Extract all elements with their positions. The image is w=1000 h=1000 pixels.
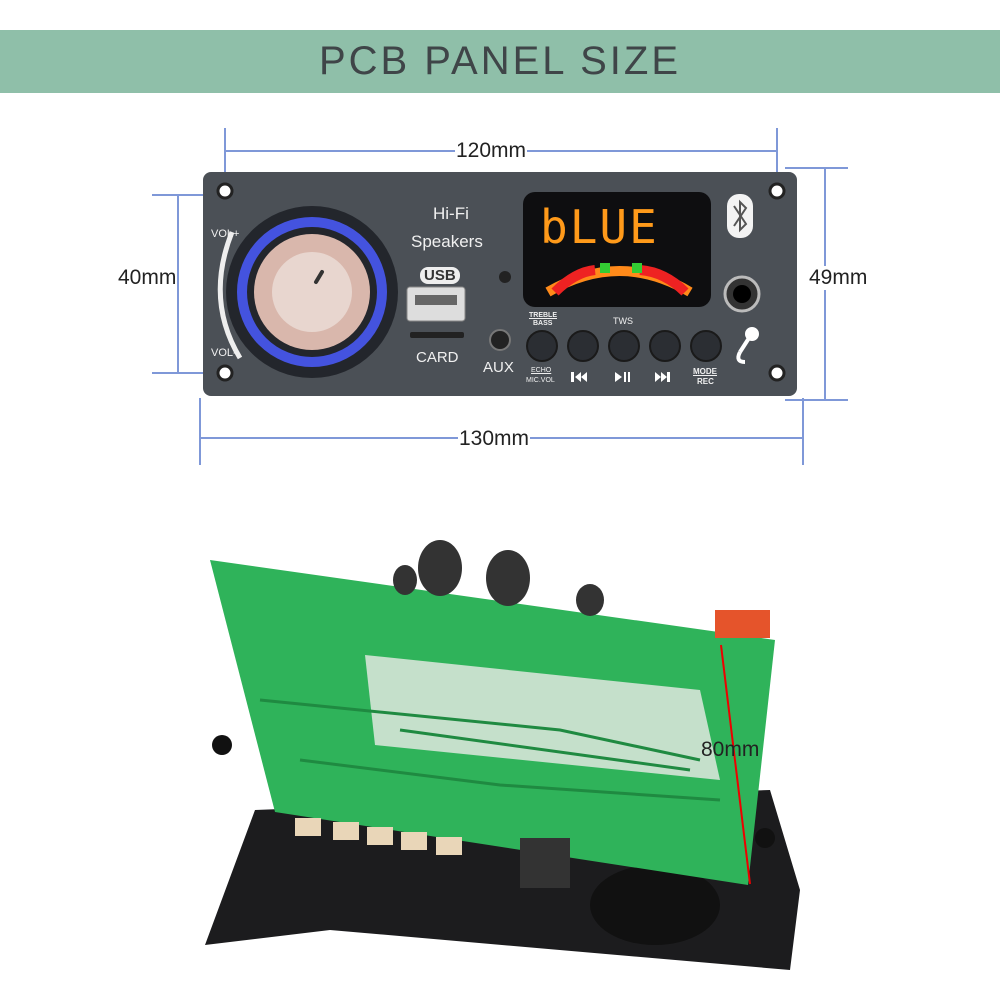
play-pause-icon — [615, 372, 630, 382]
tws-label: TWS — [613, 316, 633, 326]
title-banner: PCB PANEL SIZE — [0, 30, 1000, 93]
rec-label: REC — [697, 377, 714, 386]
depth-line — [720, 644, 751, 885]
next-icon — [655, 372, 670, 382]
hifi-label: Hi-Fi — [433, 204, 469, 223]
display-text: bLUE — [540, 200, 659, 254]
card-label: CARD — [416, 349, 459, 366]
bass-label: BASS — [533, 320, 553, 327]
aux-label: AUX — [483, 359, 514, 376]
microphone-icon — [736, 327, 759, 364]
vol-minus-label: VOL- — [211, 347, 237, 359]
aux-jack — [489, 329, 511, 351]
dim-height-right: 49mm — [808, 266, 869, 290]
usb-label: USB — [420, 267, 460, 284]
speakers-label: Speakers — [411, 232, 483, 251]
vol-plus-label: VOL+ — [211, 228, 240, 240]
mic-vol-label: MIC.VOL — [526, 377, 555, 384]
mode-label: MODE — [693, 367, 717, 376]
page-title: PCB PANEL SIZE — [318, 39, 682, 83]
previous-icon — [571, 372, 587, 382]
dim-depth: 80mm — [701, 738, 760, 761]
dim-height-left: 40mm — [117, 266, 178, 290]
dim-width-bottom: 130mm — [458, 427, 531, 451]
treble-label: TREBLE — [529, 312, 557, 319]
echo-label: ECHO — [531, 367, 552, 374]
card-slot — [410, 332, 464, 338]
control-buttons — [526, 330, 722, 362]
dim-width-top: 120mm — [455, 139, 528, 163]
